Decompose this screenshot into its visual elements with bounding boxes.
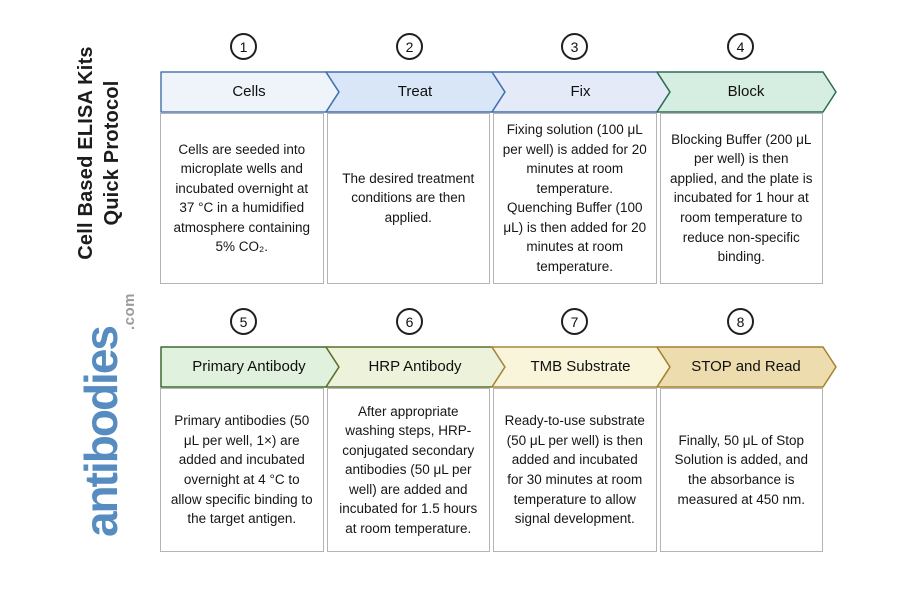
step-number-badge: 5 (230, 308, 257, 335)
arrow-labels-row-2: Primary Antibody HRP Antibody TMB Substr… (160, 346, 823, 388)
protocol-steps-area: 1 2 3 4 Cells Treat Fix Block Cells are … (160, 0, 860, 594)
step-number-row-1: 1 2 3 4 (160, 33, 823, 61)
step-description-text: After appropriate washing steps, HRP-con… (339, 403, 478, 536)
arrow-band-row-2 (160, 346, 837, 388)
step-description-text: Primary antibodies (50 μL per well, 1×) … (170, 413, 313, 527)
step-description-box: Finally, 50 μL of Stop Solution is added… (659, 388, 823, 552)
description-row-2: Primary antibodies (50 μL per well, 1×) … (160, 388, 823, 552)
step-description-text: Blocking Buffer (200 μL per well) is the… (669, 131, 813, 265)
arrow-labels-row-1: Cells Treat Fix Block (160, 71, 823, 113)
step-arrow-label: Primary Antibody (192, 358, 306, 375)
step-number-badge: 4 (727, 33, 754, 60)
vertical-title: Cell Based ELISA Kits Quick Protocol (75, 46, 123, 260)
step-arrow (656, 346, 837, 388)
step-description-box: The desired treatment conditions are the… (326, 113, 490, 284)
step-description-text: Ready-to-use substrate (50 μL per well) … (504, 413, 645, 527)
step-number-badge: 2 (396, 33, 423, 60)
step-arrow-label: TMB Substrate (530, 358, 631, 375)
step-arrow-label: HRP Antibody (368, 358, 462, 375)
arrow-band-row-1 (160, 71, 837, 113)
step-number-badge: 7 (561, 308, 588, 335)
step-arrow (656, 71, 837, 113)
step-arrow-label: Cells (232, 83, 266, 100)
step-description-text: Fixing solution (100 μL per well) is add… (502, 122, 647, 274)
step-arrow-label: Treat (397, 83, 433, 100)
step-arrow-label: STOP and Read (691, 358, 801, 375)
step-description-box: Blocking Buffer (200 μL per well) is the… (659, 113, 823, 284)
brand-tld: .com (121, 292, 138, 330)
description-row-1: Cells are seeded into microplate wells a… (160, 113, 823, 284)
step-number-badge: 1 (230, 33, 257, 60)
step-number-badge: 3 (561, 33, 588, 60)
brand-logo: antibodies.com (60, 273, 138, 557)
step-description-text: Cells are seeded into microplate wells a… (173, 141, 311, 255)
step-description-box: Cells are seeded into microplate wells a… (160, 113, 324, 284)
step-description-box: Primary antibodies (50 μL per well, 1×) … (160, 388, 324, 552)
step-description-box: Ready-to-use substrate (50 μL per well) … (493, 388, 657, 552)
step-number-row-2: 5 6 7 8 (160, 308, 823, 336)
step-number-badge: 6 (396, 308, 423, 335)
step-description-text: Finally, 50 μL of Stop Solution is added… (674, 432, 809, 507)
step-description-box: After appropriate washing steps, HRP-con… (326, 388, 490, 552)
step-arrow-label: Block (727, 83, 765, 100)
step-arrow-label: Fix (570, 83, 591, 100)
step-description-text: The desired treatment conditions are the… (342, 170, 475, 226)
brand-name: antibodies (75, 327, 128, 538)
step-number-badge: 8 (727, 308, 754, 335)
step-description-box: Fixing solution (100 μL per well) is add… (493, 113, 657, 284)
